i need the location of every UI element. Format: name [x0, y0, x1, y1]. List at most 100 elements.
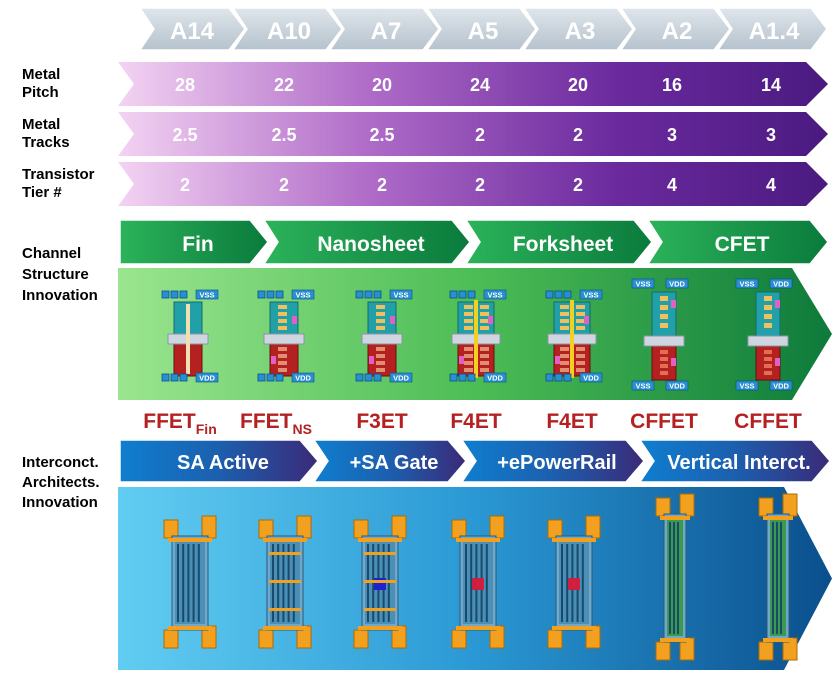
- rail-tag: [665, 380, 689, 391]
- sheet: [480, 368, 489, 372]
- metric-value: 4: [667, 175, 677, 195]
- sheet: [576, 361, 585, 365]
- rail: [660, 516, 690, 520]
- sheet: [560, 305, 569, 309]
- sheet: [660, 364, 668, 368]
- sheet: [464, 326, 473, 330]
- rail-tag: [579, 372, 603, 383]
- metric-value: 2: [377, 175, 387, 195]
- cell-line: [677, 522, 679, 634]
- rail-tag-label: VSS: [393, 291, 408, 300]
- contact-pad: [554, 290, 563, 299]
- rail-tag: [389, 372, 413, 383]
- via-stack: [391, 515, 407, 539]
- contact-pad: [355, 373, 364, 382]
- device-name-subscript: NS: [293, 421, 312, 437]
- channel-stage-chevron: [119, 219, 269, 265]
- interconnect-stage-label: Vertical Interct.: [667, 452, 810, 474]
- sheet: [560, 319, 569, 323]
- channel-stage-chevron: [464, 219, 653, 265]
- via-stack: [258, 519, 274, 539]
- cell-line: [192, 544, 195, 622]
- rail-tag: [389, 289, 413, 300]
- rail: [263, 626, 307, 630]
- sheet: [576, 354, 585, 358]
- contact-pad: [458, 373, 467, 382]
- metric-row-label: Pitch: [22, 84, 59, 101]
- metric-value: 2.5: [172, 125, 197, 145]
- metric-value: 2: [573, 125, 583, 145]
- contact: [671, 358, 676, 366]
- rail: [456, 538, 500, 542]
- sheet: [576, 347, 585, 351]
- sheet: [464, 354, 473, 358]
- cell-line: [669, 522, 671, 634]
- gate-band: [747, 335, 789, 347]
- contact-pad: [161, 373, 170, 382]
- channel-section-label: Channel: [22, 245, 81, 262]
- rail-tag-label: VSS: [295, 291, 310, 300]
- contact-pad: [545, 290, 554, 299]
- contact: [271, 356, 276, 364]
- sheet: [660, 323, 668, 328]
- contact: [390, 316, 395, 324]
- sheet: [480, 361, 489, 365]
- contact-pad: [275, 290, 284, 299]
- via-stack: [451, 519, 467, 539]
- gate-line: [364, 580, 396, 583]
- sheet: [480, 326, 489, 330]
- fork-wall: [474, 300, 478, 378]
- gate-line: [364, 552, 396, 555]
- cell-line: [465, 544, 467, 622]
- gate-line: [364, 608, 396, 611]
- sheet: [278, 326, 287, 330]
- rail: [660, 638, 690, 642]
- gate-contact: [472, 578, 484, 590]
- via-stack: [163, 629, 179, 649]
- interconnect-cell-4: [547, 515, 601, 649]
- sheet: [464, 319, 473, 323]
- via-stack: [782, 493, 798, 517]
- rail-tag-label: VDD: [393, 374, 409, 383]
- metric-value: 20: [568, 75, 588, 95]
- sheet: [278, 312, 287, 316]
- interconnect-cell-5: [655, 493, 695, 661]
- gate-band: [643, 335, 685, 347]
- rail-tag-label: VDD: [773, 280, 789, 289]
- rail-tag-label: VDD: [199, 374, 215, 383]
- channel-section-label: Innovation: [22, 287, 98, 304]
- sheet: [480, 305, 489, 309]
- contact-pad: [449, 290, 458, 299]
- sheet: [660, 371, 668, 375]
- cell-line: [776, 522, 778, 634]
- cell-core: [175, 542, 205, 624]
- metric-value: 4: [766, 175, 776, 195]
- metric-band: [118, 162, 828, 206]
- metric-band: [118, 112, 828, 156]
- sheet: [376, 368, 385, 372]
- sheet: [560, 361, 569, 365]
- rail-tag: [291, 372, 315, 383]
- metric-value: 2.5: [271, 125, 296, 145]
- node-chevron: [619, 7, 731, 51]
- rail-tag-label: VDD: [583, 374, 599, 383]
- sheet: [480, 319, 489, 323]
- contact: [671, 300, 676, 308]
- contact: [369, 356, 374, 364]
- gate-contact: [374, 578, 386, 590]
- contact: [555, 356, 560, 364]
- interconnect-cell-2: [353, 515, 407, 649]
- node-chevron: [138, 7, 246, 51]
- sheet: [376, 326, 385, 330]
- sheet: [576, 326, 585, 330]
- rail-tag: [483, 372, 507, 383]
- node-label-A10: A10: [267, 18, 311, 45]
- rail-tag: [291, 289, 315, 300]
- contact-pad: [467, 373, 476, 382]
- rail: [552, 626, 596, 630]
- sheet: [576, 319, 585, 323]
- sheet: [576, 368, 585, 372]
- via-stack: [201, 515, 217, 539]
